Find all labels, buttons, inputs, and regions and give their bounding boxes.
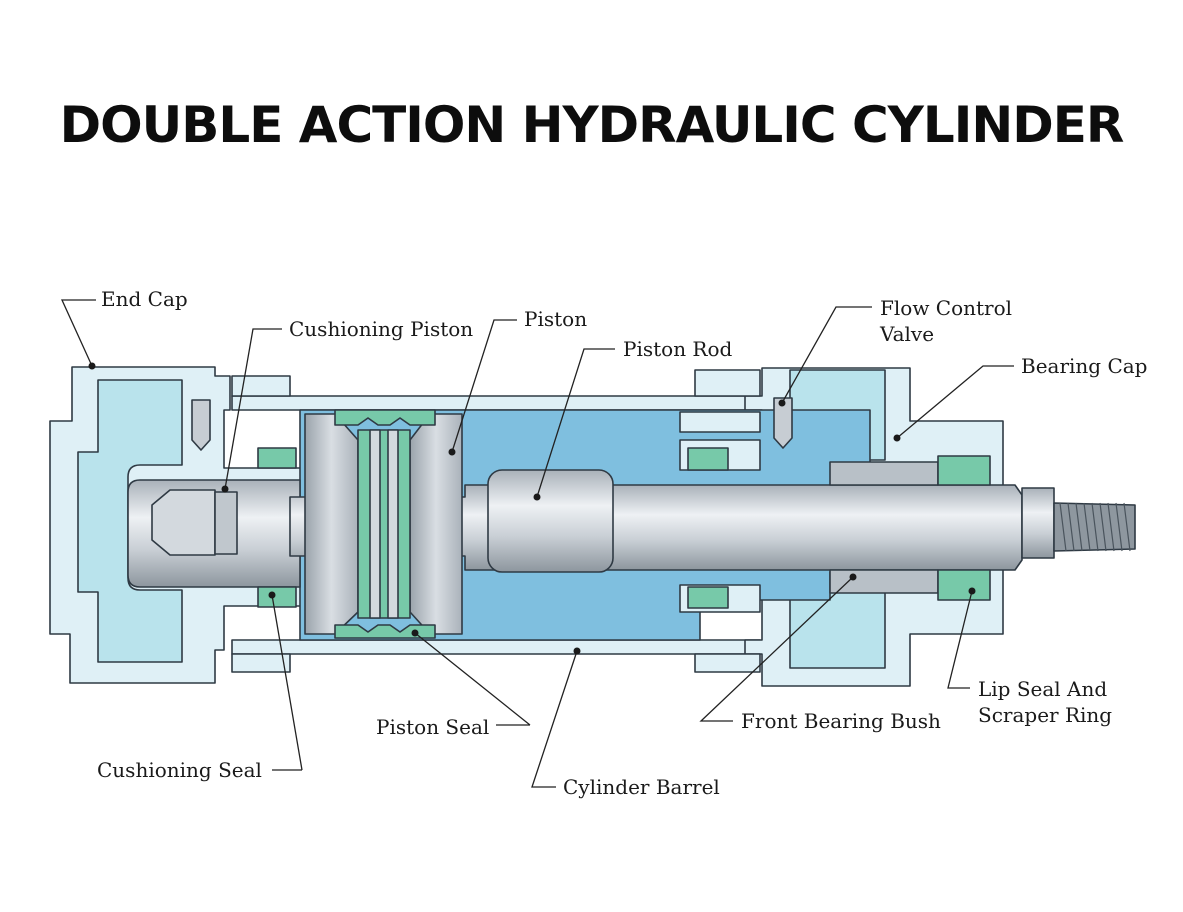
cylinder-barrel-bottom [231,639,761,655]
label-flow-control-valve-line1: Flow Control [880,296,1012,320]
label-cushioning-piston: Cushioning Piston [289,317,473,341]
label-end-cap: End Cap [101,287,188,311]
label-piston: Piston [524,307,587,331]
piston-left-plate [304,413,359,635]
rod-collar [487,469,614,573]
rod-thread [1021,487,1136,559]
label-cylinder-barrel: Cylinder Barrel [563,775,720,799]
cushioning-seals [257,447,297,608]
cushioning-piston [151,489,216,556]
piston-seal-bottom [334,624,436,639]
label-cushioning-seal: Cushioning Seal [97,758,262,782]
label-lip-seal-line1: Lip Seal And [978,677,1107,701]
label-front-bearing-bush: Front Bearing Bush [741,709,941,733]
label-piston-rod: Piston Rod [623,337,733,361]
piston-assembly [304,409,463,639]
label-piston-seal: Piston Seal [376,715,489,739]
page-title: DOUBLE ACTION HYDRAULIC CYLINDER [59,96,1125,154]
piston-seal-top [334,409,436,426]
cylinder-barrel-top [231,395,761,411]
flow-control-valves [191,397,793,451]
rod-seals [687,447,729,609]
lip-seal-scraper-ring [937,455,991,601]
leader-lines [60,299,1014,788]
leader-dots [88,362,976,655]
label-flow-control-valve-line2: Valve [879,322,934,346]
label-bearing-cap: Bearing Cap [1021,354,1147,378]
label-lip-seal-line2: Scraper Ring [978,703,1112,727]
